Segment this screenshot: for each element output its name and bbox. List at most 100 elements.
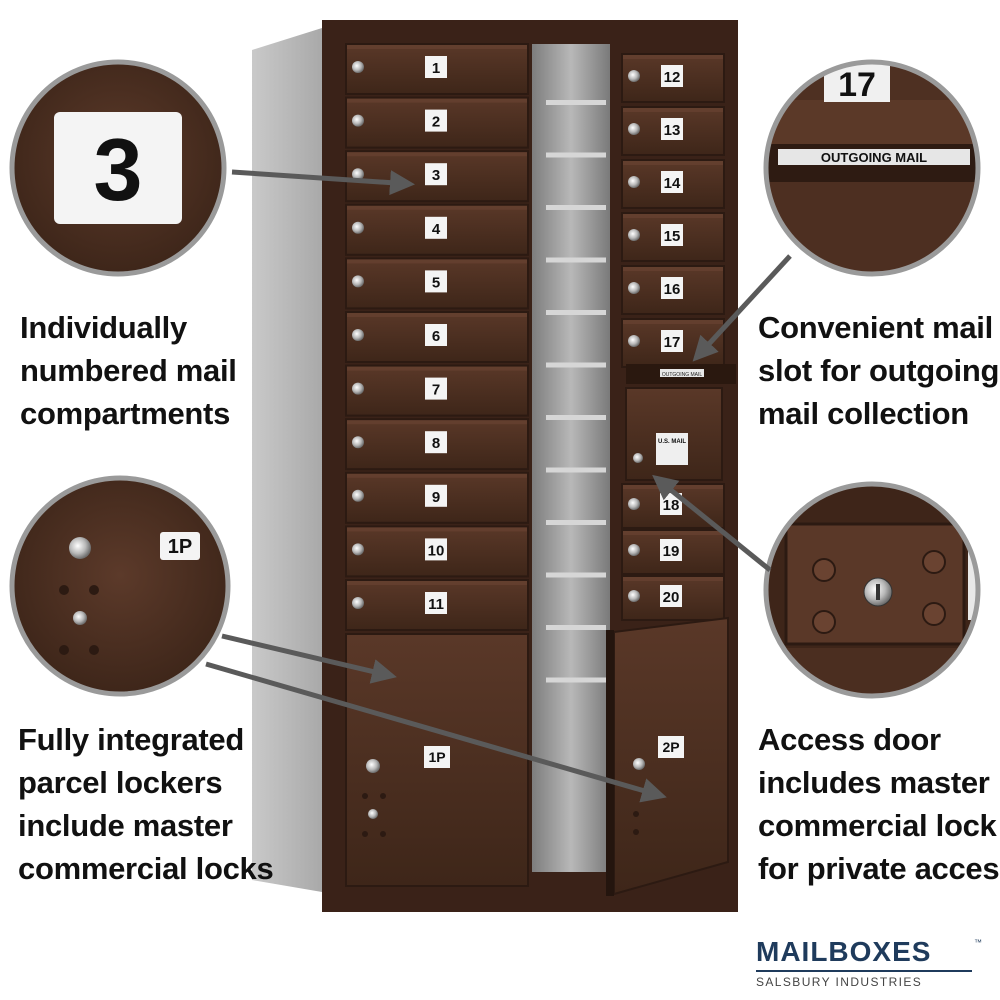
compartment-lock-icon: [352, 168, 364, 181]
feature-line: Individually: [20, 310, 187, 345]
compartment-door-highlight: [623, 214, 723, 218]
compartment-door-highlight: [347, 473, 527, 478]
compartment-number-label: 2: [432, 114, 440, 131]
compartment-door-highlight: [623, 320, 723, 324]
outgoing-mail-slot-label-plate: [660, 369, 704, 377]
feature-line: numbered mail: [20, 353, 237, 388]
compartment-number-plate: [661, 65, 683, 87]
compartment-number-plate: [661, 277, 683, 299]
compartment-number-label: 14: [664, 175, 681, 192]
compartment-number-plate: [425, 377, 447, 400]
zoom-access-rivet: [922, 550, 946, 574]
compartment-number-plate: [661, 171, 683, 193]
feature-line: parcel lockers: [18, 765, 223, 800]
compartment-number-label: 13: [664, 122, 681, 139]
parcel-locker-2p-rivet: [633, 829, 639, 835]
compartment-number-label: 17: [664, 334, 681, 351]
zoom-parcel-lock-icon: [69, 537, 91, 559]
compartment-number-plate: [425, 109, 447, 132]
compartment-lock-icon: [352, 543, 364, 556]
callout-outgoing-band: [768, 100, 976, 144]
compartment-number-plate: [661, 224, 683, 246]
feature-numbered-compartments: Individually numbered mail compartments: [20, 306, 237, 435]
zoom-number-plate: [54, 112, 182, 224]
compartment-number-plate: [425, 270, 447, 293]
parcel-locker-1p-lock-icon: [366, 759, 380, 773]
compartment-number-label: 9: [432, 489, 440, 506]
feature-line: Convenient mail: [758, 310, 993, 345]
compartment-door-highlight: [623, 161, 723, 165]
callout-access-decal-edge: [968, 540, 976, 620]
compartment-number-plate: [425, 216, 447, 239]
brand-name: MAILBOXES: [756, 936, 932, 967]
interior-shelf: [546, 520, 606, 525]
compartment-lock-icon: [352, 275, 364, 288]
feature-line: slot for outgoing: [758, 353, 1000, 388]
zoom-access-rivet: [812, 610, 836, 634]
parcel-locker-2p-rivet: [633, 811, 639, 817]
compartment-door-highlight: [623, 55, 723, 59]
compartment-number-label: 8: [432, 435, 440, 452]
compartment-lock-icon: [628, 335, 640, 347]
compartment-lock-icon: [628, 229, 640, 241]
access-door-lock-icon: [633, 453, 643, 463]
compartment-number-label: 7: [432, 382, 440, 399]
arrow-to-compartment-3: [231, 169, 415, 196]
brand-rule: [756, 970, 972, 972]
compartment-number-plate: [425, 592, 447, 614]
compartment-lock-icon: [628, 498, 640, 510]
zoom-outgoing-plate: [778, 149, 970, 165]
parcel-locker-2p-label-plate: [658, 736, 684, 758]
parcel-locker-1p-rivet: [362, 831, 368, 837]
arrow-to-parcel-1p: [221, 633, 397, 684]
compartment-number-plate: [425, 484, 447, 507]
compartment-number-plate: [660, 539, 682, 561]
compartment-door-highlight: [347, 313, 527, 317]
feature-line: compartments: [20, 396, 231, 431]
compartment-number-label: 15: [664, 228, 681, 245]
feature-line: Fully integrated: [18, 722, 245, 757]
feature-line: Access door: [758, 722, 941, 757]
parcel-locker-1p-rivet: [368, 809, 378, 819]
interior-shelf: [546, 625, 606, 630]
compartment-door-highlight: [347, 259, 527, 264]
feature-line: includes master: [758, 765, 990, 800]
compartment-lock-icon: [352, 329, 364, 341]
arrow-to-outgoing-slot: [692, 254, 792, 362]
compartment-number-plate: [425, 538, 447, 561]
brand-tagline: SALSBURY INDUSTRIES: [756, 975, 923, 989]
compartment-lock-icon: [628, 544, 640, 556]
feature-access-door: Access door includes master commercial l…: [758, 718, 1000, 890]
callout-access-zoom: [763, 481, 981, 699]
compartment-door-highlight: [623, 485, 723, 489]
compartment-number-label: 1: [432, 60, 440, 77]
compartment-number-plate: [425, 163, 447, 186]
callout-outgoing-slot: 17 OUTGOING MAIL: [763, 59, 981, 277]
interior-shelves: [546, 100, 606, 683]
zoom-parcel-rivet: [73, 611, 87, 625]
compartment-door-highlight: [347, 152, 527, 157]
compartment-door-highlight: [347, 205, 527, 210]
zoom-1p-plate: [160, 532, 200, 560]
parcel-locker-1p-rivet: [380, 831, 386, 837]
feature-line: include master: [18, 808, 233, 843]
interior-shelf: [546, 467, 606, 473]
callout-numbered-compartments: 3: [9, 59, 227, 277]
compartment-lock-icon: [352, 221, 364, 234]
feature-line: commercial lock: [758, 808, 997, 843]
zoom-number-label: 3: [94, 120, 143, 219]
compartment-lock-icon: [352, 489, 364, 502]
zoom-access-rivet: [922, 602, 946, 626]
open-door-edge: [606, 630, 614, 896]
compartment-number-label: 12: [664, 69, 681, 86]
compartment-number-label: 19: [663, 543, 680, 560]
compartment-lock-icon: [628, 123, 640, 135]
compartment-door-highlight: [623, 108, 723, 112]
interior-shelf: [546, 257, 606, 263]
interior-shelf: [546, 677, 606, 683]
feature-parcel-lockers: Fully integrated parcel lockers include …: [18, 718, 274, 890]
compartment-lock-icon: [352, 114, 364, 127]
interior-column: [532, 44, 610, 872]
